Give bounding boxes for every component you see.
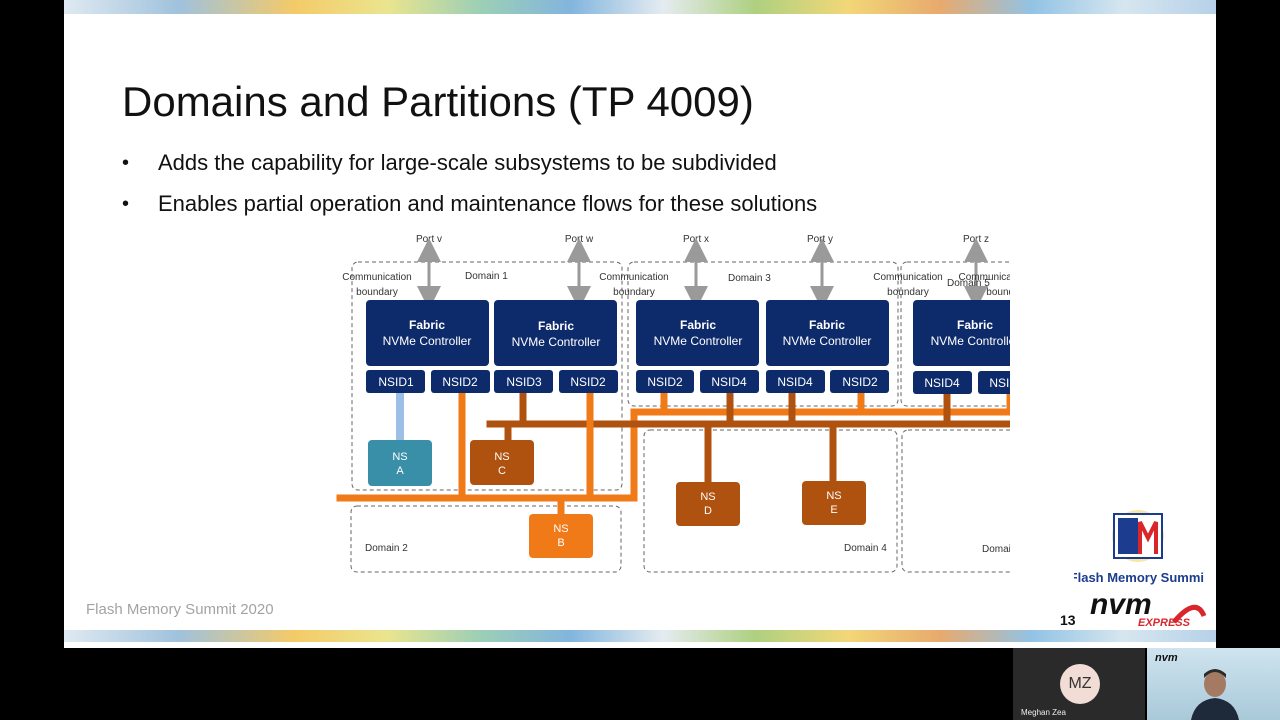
- bullet-item: Adds the capability for large-scale subs…: [122, 146, 817, 187]
- boundary-label-2b: boundary: [613, 287, 655, 298]
- domain-3-box: [627, 261, 899, 407]
- boundary-label-3b: boundary: [887, 287, 929, 298]
- domain-5-box: [900, 261, 1010, 407]
- participant-name: Meghan Zea: [1021, 708, 1066, 717]
- svg-text:EXPRESS: EXPRESS: [1138, 617, 1191, 629]
- svg-text:nvm: nvm: [1155, 652, 1178, 664]
- domain-6-label: Domain 6: [982, 544, 1010, 555]
- nsid-label: NSID4: [777, 375, 813, 389]
- nsid-label: NSID2: [647, 375, 683, 389]
- svg-text:nvm: nvm: [1090, 588, 1152, 621]
- nsid-label: NSID2: [842, 375, 878, 389]
- ns-e-line2: E: [830, 504, 837, 516]
- flash-memory-summit-logo: Flash Memory Summit: [1074, 510, 1204, 585]
- domain-5-label: Domain 5: [947, 278, 990, 289]
- bottom-color-bar: [64, 630, 1216, 642]
- domain-3-label: Domain 3: [728, 273, 771, 284]
- nsid-label: NSID1: [378, 375, 414, 389]
- controller-5-title: Fabric: [957, 318, 993, 332]
- controller-1-title: Fabric: [409, 318, 445, 332]
- ns-b: [529, 514, 593, 558]
- controller-2-subtitle: NVMe Controller: [512, 335, 601, 349]
- ns-b-line1: NS: [553, 523, 568, 535]
- bullet-list: Adds the capability for large-scale subs…: [122, 146, 817, 228]
- nsid-label: NSID4: [711, 375, 747, 389]
- presenter-video-icon: [1191, 669, 1239, 720]
- avatar: MZ: [1060, 664, 1100, 704]
- domain-2-label: Domain 2: [365, 543, 408, 554]
- ns-a-line2: A: [396, 465, 404, 477]
- ns-e-line1: NS: [826, 490, 841, 502]
- ns-a-line1: NS: [392, 451, 407, 463]
- svg-text:Flash Memory Summit: Flash Memory Summit: [1074, 570, 1204, 585]
- port-y-label: Port y: [807, 234, 833, 245]
- controller-1: [366, 300, 489, 366]
- ns-c: [470, 440, 534, 485]
- top-color-bar: [64, 0, 1216, 14]
- controller-4-subtitle: NVMe Controller: [783, 334, 872, 348]
- participant-tile-mz[interactable]: MZ Meghan Zea: [1013, 648, 1145, 720]
- slide: Domains and Partitions (TP 4009) Adds th…: [64, 0, 1216, 648]
- ns-c-line1: NS: [494, 451, 509, 463]
- ns-c-line2: C: [498, 465, 506, 477]
- page-number: 13: [1060, 612, 1076, 628]
- controller-5-subtitle: NVMe Controller: [931, 334, 1010, 348]
- port-v-label: Port v: [416, 234, 442, 245]
- controller-3: [636, 300, 759, 366]
- ns-d-line2: D: [704, 505, 712, 517]
- controller-4-title: Fabric: [809, 318, 845, 332]
- participant-video-tile[interactable]: nvm: [1147, 648, 1280, 720]
- controller-3-title: Fabric: [680, 318, 716, 332]
- controller-1-subtitle: NVMe Controller: [383, 334, 472, 348]
- slide-footer: Flash Memory Summit 2020: [86, 601, 274, 618]
- boundary-label-1a: Communication: [342, 272, 411, 283]
- nsid-label: NSID2: [442, 375, 478, 389]
- domain-4-box: [643, 429, 898, 573]
- controller-4: [766, 300, 889, 366]
- ns-a: [368, 440, 432, 486]
- boundary-label-4b: boundary: [986, 287, 1010, 298]
- nsid-label: NSID2: [570, 375, 606, 389]
- ns-d: [676, 482, 740, 526]
- domain-4-label: Domain 4: [844, 543, 887, 554]
- controller-5: [913, 300, 1010, 366]
- controller-3-subtitle: NVMe Controller: [654, 334, 743, 348]
- boundary-label-2a: Communication: [599, 272, 668, 283]
- port-w-label: Port w: [565, 234, 594, 245]
- domains-diagram: Port v Port w Port x Port y Port z Domai…: [336, 234, 1010, 573]
- ns-b-line2: B: [557, 537, 564, 549]
- nvm-express-logo: nvm EXPRESS: [1090, 588, 1207, 629]
- nsid-label: NSID3: [506, 375, 542, 389]
- domain-1-box: [351, 261, 623, 491]
- nsid-label: NSID2: [989, 376, 1010, 390]
- domain-1-label: Domain 1: [465, 271, 508, 282]
- port-z-label: Port z: [963, 234, 989, 245]
- nvm-watermark-icon: nvm: [1155, 652, 1178, 664]
- boundary-label-1b: boundary: [356, 287, 398, 298]
- controller-2-title: Fabric: [538, 319, 574, 333]
- nsid-label: NSID4: [924, 376, 960, 390]
- ns-d-line1: NS: [700, 491, 715, 503]
- slide-title: Domains and Partitions (TP 4009): [122, 78, 754, 125]
- port-x-label: Port x: [683, 234, 709, 245]
- boundary-label-4a: Communication: [959, 272, 1010, 283]
- ns-e: [802, 481, 866, 525]
- boundary-label-3a: Communication: [873, 272, 942, 283]
- domain-6-box: [901, 429, 1010, 573]
- domain-2-box: [350, 505, 622, 573]
- bullet-item: Enables partial operation and maintenanc…: [122, 187, 817, 228]
- controller-2: [494, 300, 617, 366]
